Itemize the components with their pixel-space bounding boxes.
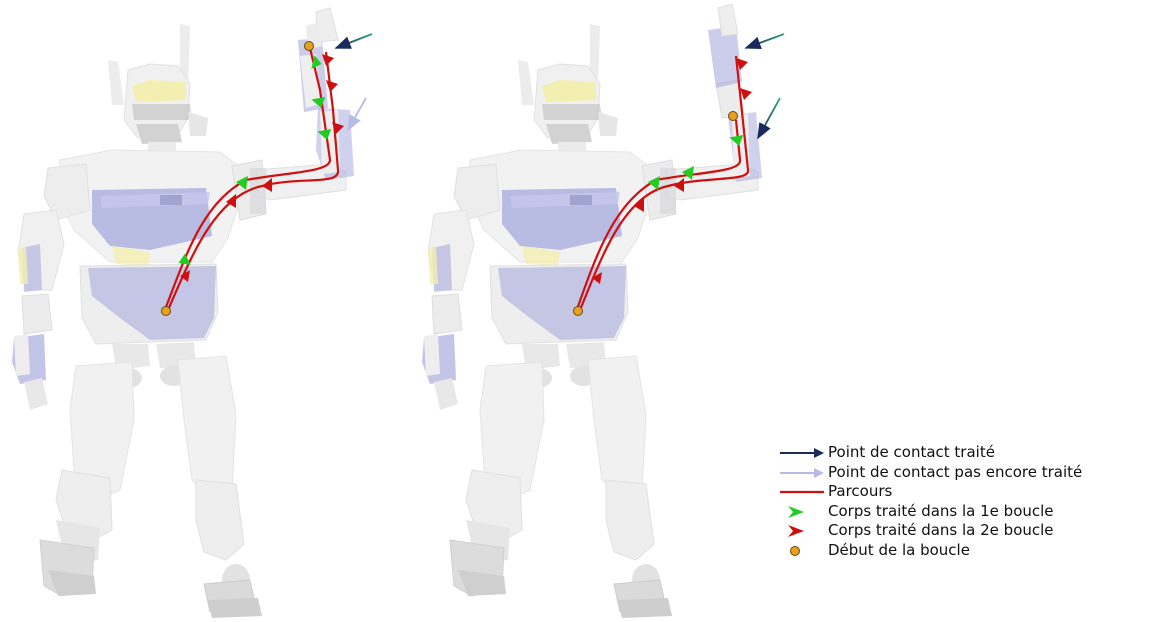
legend-item-loop-start: Début de la boucle <box>778 541 1162 561</box>
loop-start-dot-left-base <box>161 306 171 316</box>
loop1-arrowhead <box>729 135 744 146</box>
arrowhead-icon <box>778 502 828 522</box>
contact-arrows-left <box>334 33 373 132</box>
loop-start-dot-right-base <box>573 306 583 316</box>
loop1-arrowhead <box>311 97 326 108</box>
dot-icon <box>778 541 828 561</box>
loop2-arrowhead <box>322 54 334 66</box>
contact-arrows-right <box>744 33 785 140</box>
legend-label: Point de contact traité <box>828 443 995 461</box>
arrowhead-icon <box>778 521 828 541</box>
loop2-arrowhead <box>736 58 748 70</box>
loop-start-dot-right <box>728 111 738 121</box>
robot-figure-left <box>11 7 355 619</box>
loop1-arrowhead <box>178 253 191 265</box>
legend-label: Début de la boucle <box>828 540 970 559</box>
loop1-arrowhead <box>317 129 332 140</box>
loop2-arrowhead <box>634 198 644 212</box>
arrow-icon <box>778 443 828 463</box>
loop2-arrowhead <box>326 80 338 92</box>
legend-item-contact-treated: Point de contact traité <box>778 443 1162 463</box>
arrow-icon <box>778 463 828 483</box>
loop2-arrowhead <box>740 88 752 100</box>
loop2-arrowhead <box>180 270 190 282</box>
legend-item-body-loop-1: Corps traité dans la 1e boucle <box>778 502 1162 522</box>
legend-label: Parcours <box>828 482 893 500</box>
line-icon <box>778 482 828 502</box>
loop1-arrowhead <box>682 166 694 180</box>
loop1-arrowhead <box>311 54 322 69</box>
loop2-arrowhead <box>226 194 236 208</box>
legend-label: Corps traité dans la 1e boucle <box>828 501 1054 520</box>
legend: Point de contact traité Point de contact… <box>778 443 1162 560</box>
loop1-arrowheads-right <box>648 135 744 190</box>
loop2-arrowhead <box>332 122 344 134</box>
loop2-arrowheads-left <box>180 54 344 282</box>
loop2-arrowheads-right <box>592 58 752 284</box>
loop1-arrowheads-left <box>178 54 332 265</box>
contact-arrow-treated <box>744 33 785 50</box>
loop2-arrowhead <box>262 178 272 192</box>
loop1-arrowhead <box>648 176 660 190</box>
loop2-arrowhead <box>674 178 684 192</box>
loop2-arrowhead <box>592 272 602 284</box>
loop-start-dot-left <box>304 41 314 51</box>
legend-item-path: Parcours <box>778 482 1162 502</box>
robot-figure-right <box>421 3 763 619</box>
contact-arrow-pending <box>347 97 367 132</box>
legend-item-contact-pending: Point de contact pas encore traité <box>778 463 1162 483</box>
legend-label: Point de contact pas encore traité <box>828 462 1083 481</box>
loop1-arrowhead <box>236 176 248 190</box>
contact-arrow-treated <box>334 33 373 49</box>
legend-item-body-loop-2: Corps traité dans la 2e boucle <box>778 521 1162 541</box>
legend-label: Corps traité dans la 2e boucle <box>828 521 1054 539</box>
contact-arrow-treated <box>757 97 781 140</box>
